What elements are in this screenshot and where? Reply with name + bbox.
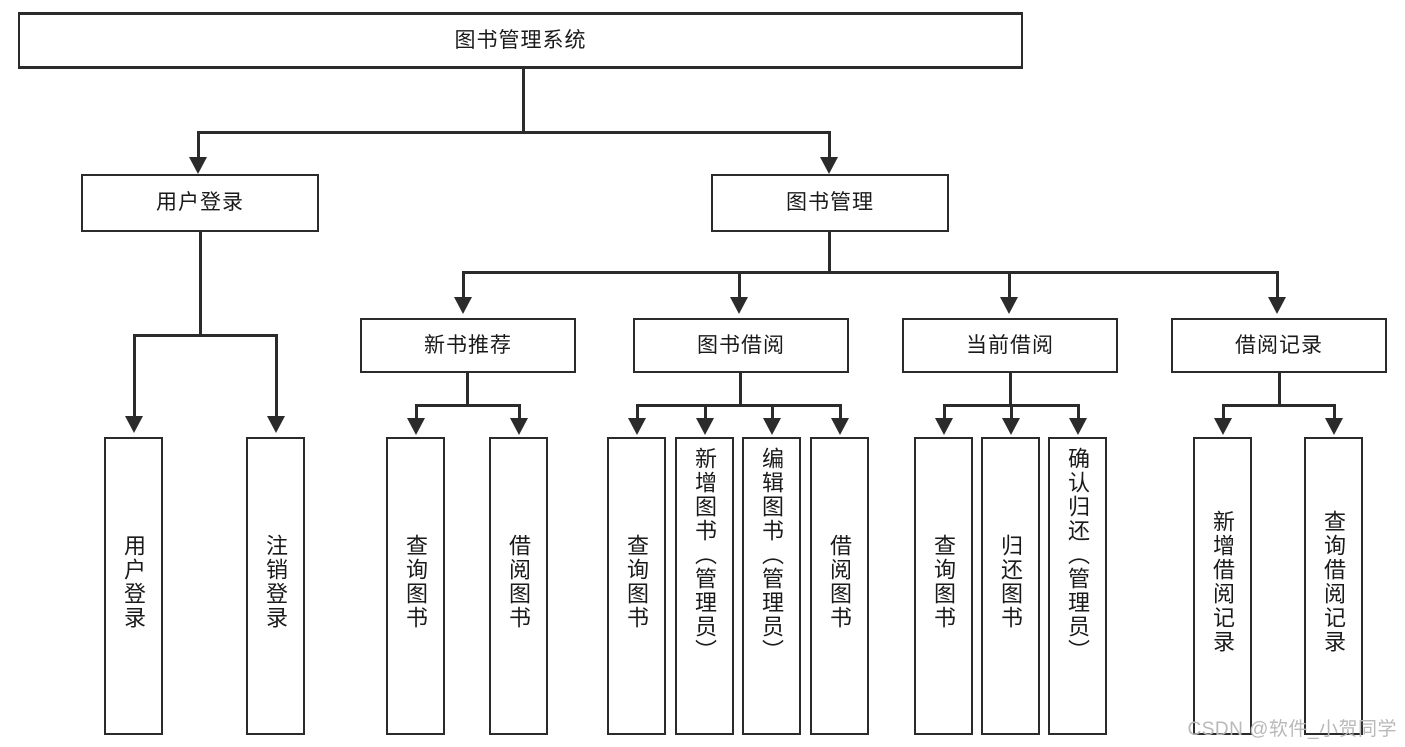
leaf-logout[interactable]: 注销登录 xyxy=(246,437,305,735)
leaf-bb-borrow-books[interactable]: 借阅图书 xyxy=(810,437,869,735)
node-user-login[interactable]: 用户登录 xyxy=(81,174,319,232)
node-book-management[interactable]: 图书管理 xyxy=(711,174,949,232)
leaf-label: 归还图书 xyxy=(998,534,1024,630)
connector-br-child-0 xyxy=(1222,404,1225,422)
arrow-root-to-book-management xyxy=(820,157,838,174)
node-label: 用户登录 xyxy=(156,191,244,215)
node-root-book-management-system[interactable]: 图书管理系统 xyxy=(18,12,1023,69)
leaf-br-query-record[interactable]: 查询借阅记录 xyxy=(1304,437,1363,735)
leaf-bb-edit-book-admin[interactable]: 编辑图书（管理员） xyxy=(742,437,801,735)
node-label: 新书推荐 xyxy=(424,333,512,357)
connector-cb-stem xyxy=(1009,373,1012,407)
leaf-nbr-borrow-books[interactable]: 借阅图书 xyxy=(489,437,548,735)
connector-bm-child-0 xyxy=(462,271,465,301)
connector-cb-child-0 xyxy=(943,404,946,422)
arrow-user-login-child-0 xyxy=(125,416,143,433)
node-book-borrow[interactable]: 图书借阅 xyxy=(633,318,849,373)
arrow-bm-child-3 xyxy=(1268,297,1286,314)
arrow-br-child-1 xyxy=(1325,418,1343,435)
connector-nbr-stem xyxy=(466,373,469,407)
leaf-label: 确认归还（管理员） xyxy=(1065,447,1091,663)
connector-book-management-stem xyxy=(828,232,831,274)
arrow-root-to-user-login xyxy=(189,157,207,174)
arrow-cb-child-2 xyxy=(1069,418,1087,435)
connector-bb-stem xyxy=(739,373,742,407)
leaf-label: 借阅图书 xyxy=(827,534,853,630)
node-label: 图书管理 xyxy=(786,191,874,215)
leaf-label: 查询借阅记录 xyxy=(1321,510,1347,654)
leaf-cb-return-books[interactable]: 归还图书 xyxy=(981,437,1040,735)
watermark: CSDN @软件_小贺同学 xyxy=(1187,719,1397,740)
node-label: 图书借阅 xyxy=(697,333,785,357)
connector-bm-child-3 xyxy=(1276,271,1279,301)
connector-nbr-child-1 xyxy=(518,404,521,422)
leaf-user-login[interactable]: 用户登录 xyxy=(104,437,163,735)
leaf-label: 新增图书（管理员） xyxy=(692,447,718,663)
connector-bm-child-2 xyxy=(1008,271,1011,301)
leaf-cb-confirm-return-admin[interactable]: 确认归还（管理员） xyxy=(1048,437,1107,735)
connector-user-login-child-0 xyxy=(133,334,136,420)
arrow-bb-child-0 xyxy=(628,418,646,435)
node-new-book-recommend[interactable]: 新书推荐 xyxy=(360,318,576,373)
leaf-bb-add-book-admin[interactable]: 新增图书（管理员） xyxy=(675,437,734,735)
leaf-label: 查询图书 xyxy=(403,534,429,630)
connector-bb-child-3 xyxy=(839,404,842,422)
connector-root-to-user-login xyxy=(197,131,200,161)
arrow-br-child-0 xyxy=(1214,418,1232,435)
connector-book-management-bus xyxy=(462,271,1279,274)
connector-br-stem xyxy=(1278,373,1281,407)
arrow-cb-child-0 xyxy=(935,418,953,435)
connector-bm-child-1 xyxy=(738,271,741,301)
leaf-label: 用户登录 xyxy=(121,534,147,630)
arrow-cb-child-1 xyxy=(1002,418,1020,435)
leaf-label: 注销登录 xyxy=(263,534,289,630)
connector-cb-child-1 xyxy=(1010,404,1013,422)
node-label: 图书管理系统 xyxy=(454,28,587,52)
connector-root-to-book-management xyxy=(828,131,831,161)
connector-nbr-child-0 xyxy=(415,404,418,422)
leaf-nbr-query-books[interactable]: 查询图书 xyxy=(386,437,445,735)
connector-root-stem xyxy=(522,69,525,133)
connector-bb-child-0 xyxy=(636,404,639,422)
connector-nbr-bus xyxy=(415,404,521,407)
leaf-br-add-record[interactable]: 新增借阅记录 xyxy=(1193,437,1252,735)
node-label: 借阅记录 xyxy=(1235,333,1323,357)
arrow-user-login-child-1 xyxy=(267,416,285,433)
leaf-label: 查询图书 xyxy=(931,534,957,630)
connector-user-login-bus xyxy=(133,334,278,337)
leaf-label: 编辑图书（管理员） xyxy=(759,447,785,663)
arrow-bm-child-1 xyxy=(730,297,748,314)
node-current-borrow[interactable]: 当前借阅 xyxy=(902,318,1118,373)
arrow-bb-child-3 xyxy=(831,418,849,435)
connector-br-child-1 xyxy=(1333,404,1336,422)
node-borrow-record[interactable]: 借阅记录 xyxy=(1171,318,1387,373)
arrow-nbr-child-1 xyxy=(510,418,528,435)
arrow-bm-child-2 xyxy=(1000,297,1018,314)
connector-bb-child-2 xyxy=(771,404,774,422)
connector-br-bus xyxy=(1222,404,1336,407)
connector-user-login-stem xyxy=(199,232,202,336)
leaf-label: 新增借阅记录 xyxy=(1210,510,1236,654)
leaf-cb-query-books[interactable]: 查询图书 xyxy=(914,437,973,735)
arrow-bb-child-1 xyxy=(696,418,714,435)
leaf-bb-query-books[interactable]: 查询图书 xyxy=(607,437,666,735)
connector-bb-bus xyxy=(636,404,842,407)
node-label: 当前借阅 xyxy=(966,333,1054,357)
connector-root-bus xyxy=(197,131,831,134)
leaf-label: 借阅图书 xyxy=(506,534,532,630)
arrow-nbr-child-0 xyxy=(407,418,425,435)
connector-user-login-child-1 xyxy=(275,334,278,420)
connector-bb-child-1 xyxy=(704,404,707,422)
arrow-bm-child-0 xyxy=(454,297,472,314)
leaf-label: 查询图书 xyxy=(624,534,650,630)
arrow-bb-child-2 xyxy=(763,418,781,435)
connector-cb-child-2 xyxy=(1077,404,1080,422)
